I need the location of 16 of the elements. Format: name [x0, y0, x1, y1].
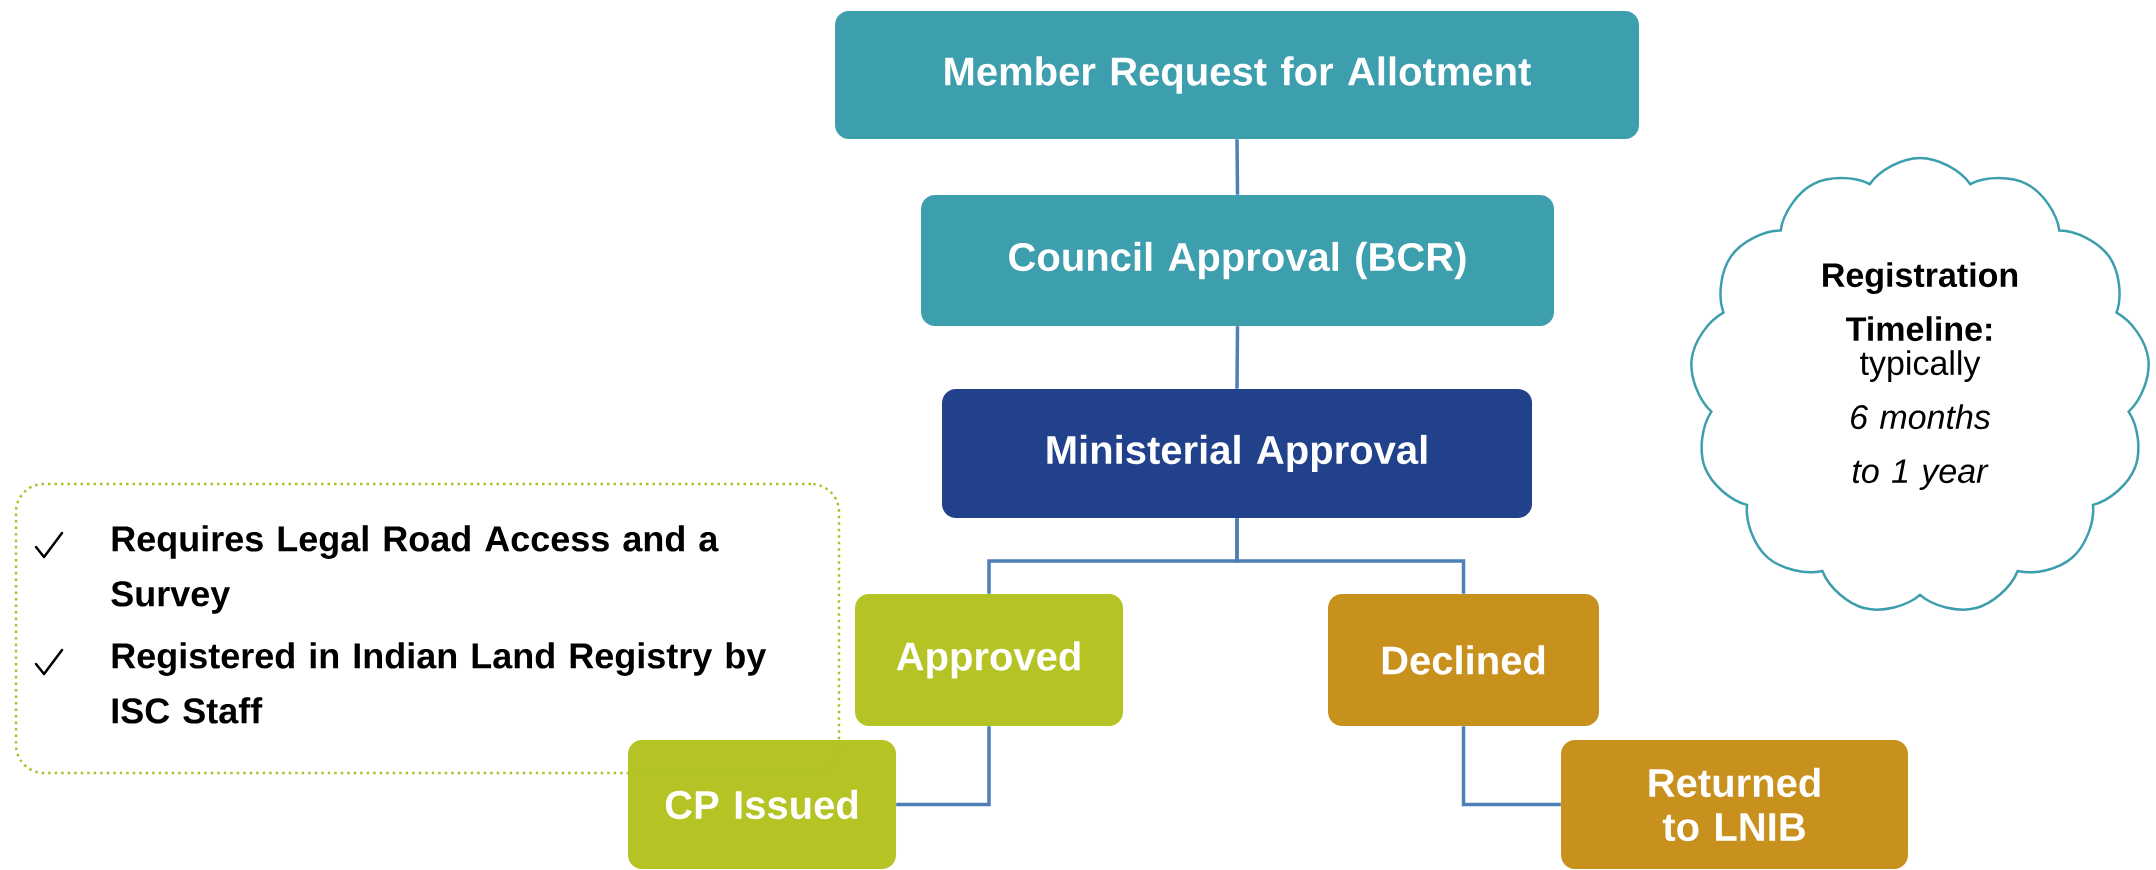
connector-line	[896, 726, 991, 807]
connector-line	[1461, 726, 1561, 807]
process-box: Council Approval (BCR)	[921, 195, 1554, 326]
cloud-text: typically 6 months to 1 year	[1851, 350, 1991, 490]
cloud-text: Registration Timeline:	[1823, 262, 2018, 342]
connector-line	[1235, 518, 1466, 594]
process-box: Ministerial Approval	[942, 389, 1532, 518]
process-box: Returned to LNIB	[1561, 740, 1908, 869]
connector-line	[1235, 326, 1240, 389]
process-box: CP Issued	[628, 740, 896, 869]
process-box: Approved	[855, 594, 1123, 726]
process-box: Member Request for Allotment	[835, 11, 1639, 139]
process-box: Declined	[1328, 594, 1599, 726]
list-item: Registered in Indian Land Registry by ISC Staff	[112, 642, 767, 724]
connector-line	[1235, 139, 1240, 195]
list-item: Requires Legal Road Access and a Survey	[111, 525, 719, 614]
